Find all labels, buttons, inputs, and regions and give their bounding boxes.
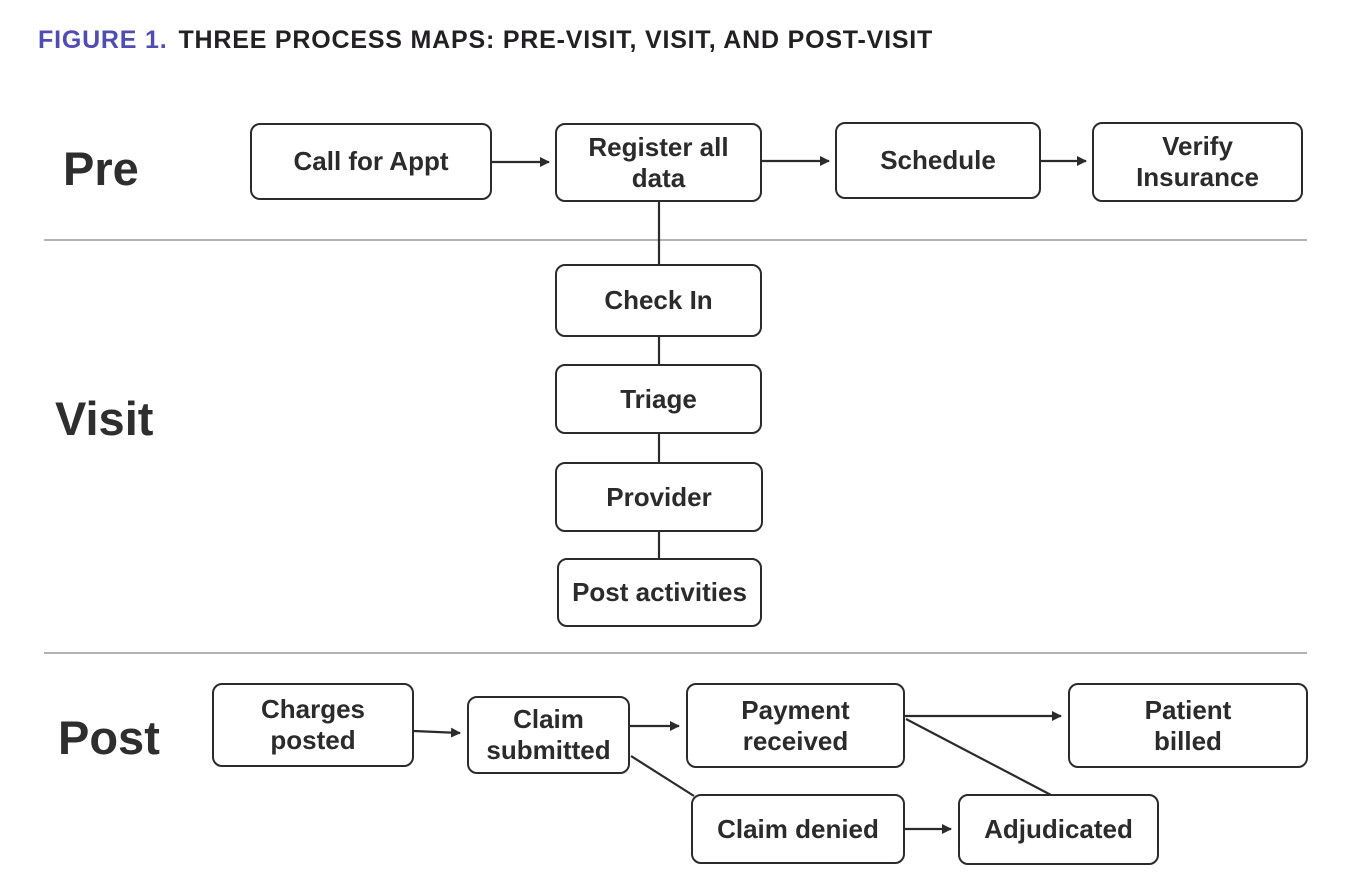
node-label: Verify Insurance — [1136, 131, 1259, 192]
node-label: Adjudicated — [984, 814, 1133, 845]
figure-title: THREE PROCESS MAPS: PRE-VISIT, VISIT, AN… — [178, 26, 934, 54]
node-adjudicated: Adjudicated — [958, 794, 1159, 865]
node-label: Charges posted — [260, 694, 366, 755]
node-charges-posted: Charges posted — [212, 683, 414, 767]
section-label-pre: Pre — [63, 142, 139, 195]
node-label: Schedule — [880, 145, 996, 176]
node-label: Post activities — [572, 577, 747, 608]
section-label-post: Post — [58, 711, 160, 764]
node-label: Payment received — [741, 694, 850, 756]
node-register-all-data: Register all data — [555, 123, 762, 202]
node-label: Call for Appt — [293, 146, 449, 177]
node-label: Patient billed — [1144, 694, 1232, 756]
line-claimsubmitted-to-claimdenied — [630, 755, 695, 797]
figure-number-label: FIGURE 1. — [38, 26, 168, 54]
node-label: Claim submitted — [486, 704, 611, 765]
line-adjudicated-to-payment — [905, 718, 1052, 796]
figure-header: FIGURE 1. THREE PROCESS MAPS: PRE-VISIT,… — [38, 26, 933, 55]
node-label: Claim denied — [717, 813, 879, 844]
divider-pre-visit — [44, 239, 1307, 241]
node-post-activities: Post activities — [557, 558, 762, 627]
node-label: Check In — [604, 285, 713, 316]
node-label: Triage — [620, 383, 697, 414]
arrow-charges-to-claimsubmitted — [413, 727, 461, 738]
section-label-visit: Visit — [55, 392, 154, 445]
node-label: Provider — [606, 481, 712, 512]
node-check-in: Check In — [555, 264, 762, 337]
divider-visit-post — [44, 652, 1307, 654]
node-label: Register all data — [588, 131, 729, 193]
node-claim-submitted: Claim submitted — [467, 696, 630, 774]
node-provider: Provider — [555, 462, 763, 532]
node-call-for-appt: Call for Appt — [250, 123, 492, 200]
node-patient-billed: Patient billed — [1068, 683, 1308, 768]
node-payment-received: Payment received — [686, 683, 905, 768]
node-verify-insurance: Verify Insurance — [1092, 122, 1303, 202]
node-triage: Triage — [555, 364, 762, 434]
node-claim-denied: Claim denied — [691, 794, 905, 864]
node-schedule: Schedule — [835, 122, 1041, 199]
